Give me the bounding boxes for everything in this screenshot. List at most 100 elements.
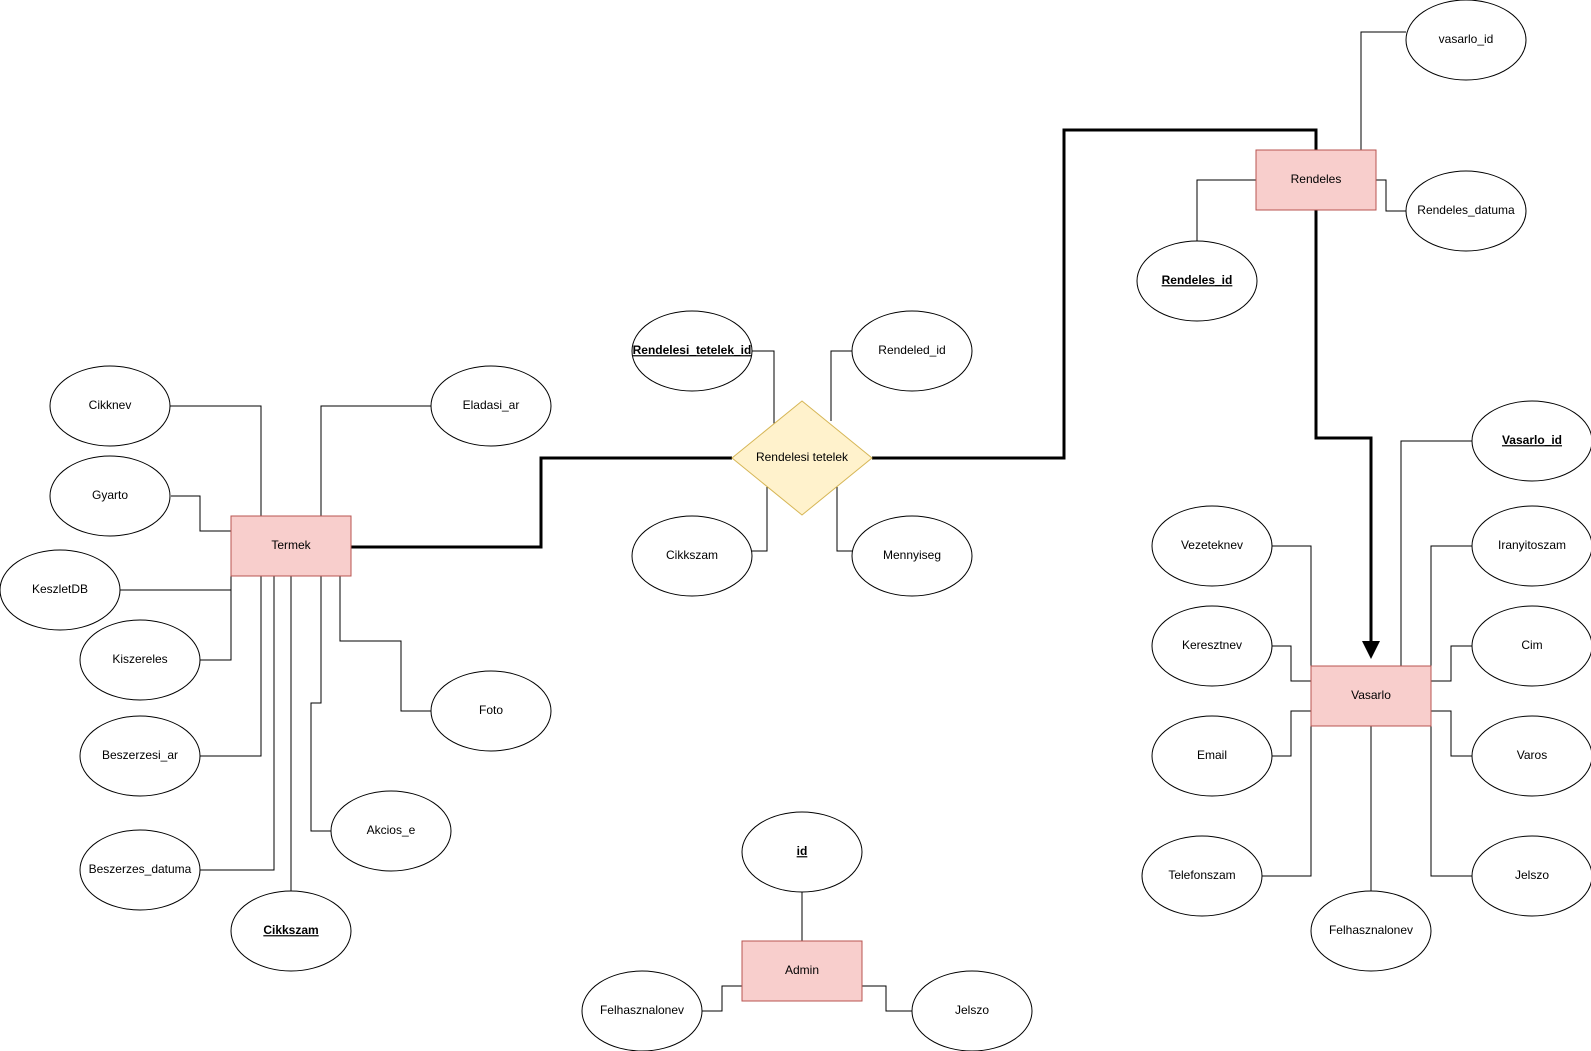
attribute-termek-keszletdb[interactable]: KeszletDB — [0, 549, 121, 631]
connector-tetelek-id — [752, 350, 775, 427]
connector-vasarlo-vasarlo-id — [1400, 440, 1472, 666]
attribute-admin-felhasznalonev[interactable]: Felhasznalonev — [581, 970, 703, 1051]
attribute-termek-gyarto[interactable]: Gyarto — [49, 455, 171, 537]
attribute-label: Mennyiseg — [883, 548, 941, 562]
entity-vasarlo[interactable]: Vasarlo — [1310, 665, 1432, 727]
attribute-label: Telefonszam — [1168, 868, 1235, 882]
attribute-label: Kiszereles — [112, 652, 167, 666]
attribute-label-primary-key: Rendelesi_tetelek_id — [633, 343, 752, 357]
connector-termek-beszerzesi-ar — [200, 576, 262, 757]
attribute-vasarlo-jelszo[interactable]: Jelszo — [1471, 835, 1591, 917]
attribute-vasarlo-keresztnev[interactable]: Keresztnev — [1151, 605, 1273, 687]
attribute-label: Varos — [1517, 748, 1547, 762]
connector-termek-gyarto — [171, 495, 231, 532]
attribute-rendeles-rendeles-id[interactable]: Rendeles_id — [1136, 240, 1258, 322]
attribute-label: Keresztnev — [1182, 638, 1242, 652]
entity-termek[interactable]: Termek — [230, 515, 352, 577]
attribute-label: Akcios_e — [367, 823, 416, 837]
attribute-termek-eladasi-ar[interactable]: Eladasi_ar — [430, 365, 552, 447]
attribute-tetelek-rendelesi-tetelek-id[interactable]: Rendelesi_tetelek_id — [631, 310, 753, 392]
attribute-vasarlo-iranyitoszam[interactable]: Iranyitoszam — [1471, 505, 1591, 587]
attribute-label: Beszerzes_datuma — [89, 862, 192, 876]
connector-rendeles-datuma — [1376, 179, 1406, 212]
attribute-vasarlo-varos[interactable]: Varos — [1471, 715, 1591, 797]
attribute-label: Email — [1197, 748, 1227, 762]
connector-tetelek-cikkszam — [752, 487, 768, 552]
attribute-label: Jelszo — [955, 1003, 989, 1017]
relationship-rendelesi-tetelek-label: Rendelesi tetelek — [756, 450, 849, 464]
attribute-rendeles-rendeles-datuma[interactable]: Rendeles_datuma — [1405, 170, 1527, 252]
attribute-admin-id[interactable]: id — [741, 811, 863, 893]
entity-admin-label: Admin — [785, 963, 819, 977]
attribute-label: Rendeles_datuma — [1417, 203, 1515, 217]
connector-tetelek-mennyiseg — [836, 487, 852, 552]
connector-termek-akcios-e — [310, 576, 331, 832]
connector-rendeles-id — [1196, 179, 1256, 241]
attribute-vasarlo-cim[interactable]: Cim — [1471, 605, 1591, 687]
attribute-termek-akcios-e[interactable]: Akcios_e — [330, 790, 452, 872]
connector-vasarlo-varos — [1431, 710, 1472, 757]
attribute-label-primary-key: Cikkszam — [263, 923, 318, 937]
connector-vasarlo-telefonszam — [1262, 726, 1312, 877]
connector-termek-rendelesi-tetelek — [351, 456, 732, 549]
attribute-vasarlo-felhasznalonev[interactable]: Felhasznalonev — [1310, 890, 1432, 972]
attribute-label: Eladasi_ar — [463, 398, 520, 412]
attribute-label: Gyarto — [92, 488, 128, 502]
attribute-label: Cikkszam — [666, 548, 718, 562]
attribute-rendeles-vasarlo-id[interactable]: vasarlo_id — [1405, 0, 1527, 81]
connector-rendeles-vasarlo-id — [1360, 31, 1406, 150]
entity-termek-label: Termek — [271, 538, 311, 552]
connector-vasarlo-jelszo — [1430, 726, 1472, 877]
attribute-vasarlo-vezeteknev[interactable]: Vezeteknev — [1151, 505, 1273, 587]
connector-termek-beszerzes-datuma — [200, 576, 275, 871]
connector-vasarlo-cim — [1431, 645, 1472, 682]
attribute-vasarlo-vasarlo-id[interactable]: Vasarlo_id — [1471, 400, 1591, 482]
attribute-label: Vezeteknev — [1181, 538, 1243, 552]
attribute-label: Jelszo — [1515, 868, 1549, 882]
attribute-label: KeszletDB — [32, 582, 88, 596]
attribute-termek-beszerzesi-ar[interactable]: Beszerzesi_ar — [79, 715, 201, 797]
attribute-admin-jelszo[interactable]: Jelszo — [911, 970, 1033, 1051]
attribute-label: Rendeled_id — [878, 343, 945, 357]
connector-lines — [120, 31, 1472, 1012]
relationship-rendelesi-tetelek[interactable]: Rendelesi tetelek — [731, 400, 873, 516]
attribute-termek-beszerzes-datuma[interactable]: Beszerzes_datuma — [79, 829, 201, 911]
attribute-label-primary-key: id — [797, 844, 808, 858]
attribute-vasarlo-telefonszam[interactable]: Telefonszam — [1141, 835, 1263, 917]
entity-rendeles[interactable]: Rendeles — [1255, 149, 1377, 211]
attribute-termek-kiszereles[interactable]: Kiszereles — [79, 619, 201, 701]
attribute-label: Iranyitoszam — [1498, 538, 1566, 552]
attribute-tetelek-rendeled-id[interactable]: Rendeled_id — [851, 310, 973, 392]
attribute-label: Cim — [1521, 638, 1542, 652]
attribute-label: Felhasznalonev — [1329, 923, 1413, 937]
attribute-tetelek-cikkszam[interactable]: Cikkszam — [631, 515, 753, 597]
connector-termek-eladasi-ar — [320, 405, 431, 516]
connector-rendeles-vasarlo-arrow — [1314, 210, 1380, 659]
connector-tetelek-rendeled-id — [830, 350, 852, 421]
connector-vasarlo-keresztnev — [1272, 645, 1311, 682]
attribute-label-primary-key: Vasarlo_id — [1502, 433, 1562, 447]
attribute-label: vasarlo_id — [1439, 32, 1494, 46]
attribute-termek-cikknev[interactable]: Cikknev — [49, 365, 171, 447]
entity-rendeles-label: Rendeles — [1291, 172, 1342, 186]
connector-admin-felhasznalonev — [702, 985, 742, 1012]
attribute-label-primary-key: Rendeles_id — [1162, 273, 1233, 287]
attribute-label: Felhasznalonev — [600, 1003, 684, 1017]
attribute-label: Beszerzesi_ar — [102, 748, 178, 762]
connector-vasarlo-email — [1272, 710, 1311, 757]
entity-vasarlo-label: Vasarlo — [1351, 688, 1391, 702]
attribute-termek-cikkszam[interactable]: Cikkszam — [230, 890, 352, 972]
connector-termek-kiszereles — [200, 576, 232, 661]
connector-termek-cikknev — [170, 405, 262, 516]
attribute-tetelek-mennyiseg[interactable]: Mennyiseg — [851, 515, 973, 597]
connector-admin-jelszo — [862, 985, 912, 1012]
entity-admin[interactable]: Admin — [741, 940, 863, 1002]
connector-rendelesi-tetelek-rendeles — [872, 128, 1318, 460]
attribute-label: Cikknev — [89, 398, 132, 412]
connector-termek-foto — [339, 576, 431, 712]
connector-vasarlo-vezeteknev — [1272, 545, 1312, 666]
attribute-label: Foto — [479, 703, 503, 717]
attribute-vasarlo-email[interactable]: Email — [1151, 715, 1273, 797]
attribute-termek-foto[interactable]: Foto — [430, 670, 552, 752]
